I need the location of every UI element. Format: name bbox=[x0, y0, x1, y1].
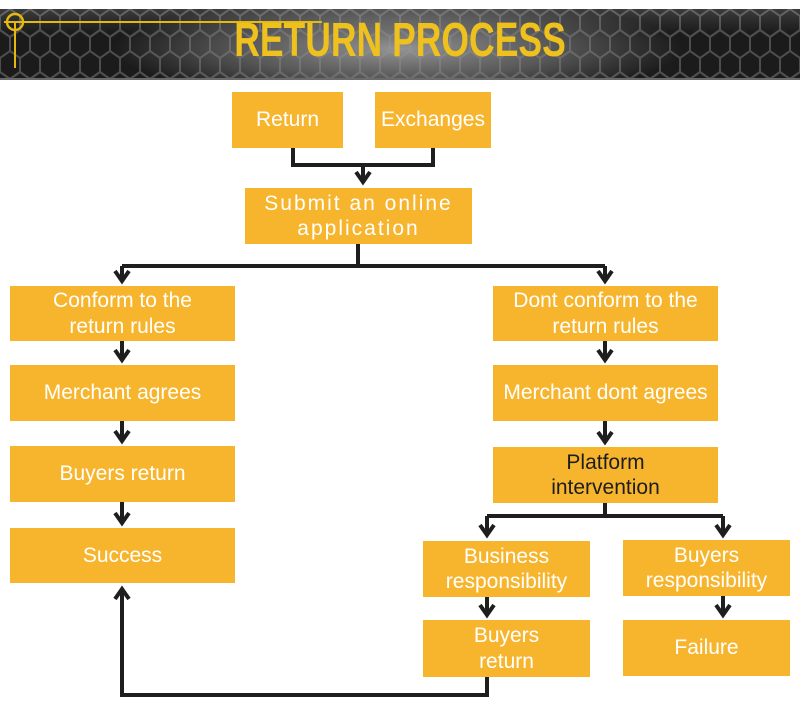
node-failure: Failure bbox=[623, 620, 790, 676]
node-exchanges: Exchanges bbox=[375, 92, 491, 148]
node-buyers-return: Buyers return bbox=[10, 446, 235, 502]
corner-crosshair-decoration bbox=[4, 12, 322, 68]
node-conform-to-return-rules: Conform to the return rules bbox=[10, 286, 235, 341]
header-banner: RETURN PROCESS bbox=[0, 9, 800, 80]
page-title: RETURN PROCESS bbox=[234, 14, 566, 67]
node-business-responsibility: Business responsibility bbox=[423, 541, 590, 597]
node-buyers-return-bottom: Buyers return bbox=[423, 620, 590, 677]
node-submit-online-application: Submit an online application bbox=[245, 188, 472, 244]
node-success: Success bbox=[10, 528, 235, 583]
node-platform-intervention: Platform intervention bbox=[493, 447, 718, 503]
banner-background-pattern bbox=[0, 9, 800, 78]
node-merchant-agrees: Merchant agrees bbox=[10, 365, 235, 421]
node-buyers-responsibility: Buyers responsibility bbox=[623, 540, 790, 596]
node-dont-conform-to-return-rules: Dont conform to the return rules bbox=[493, 286, 718, 341]
node-return: Return bbox=[232, 92, 343, 148]
node-merchant-dont-agrees: Merchant dont agrees bbox=[493, 365, 718, 421]
